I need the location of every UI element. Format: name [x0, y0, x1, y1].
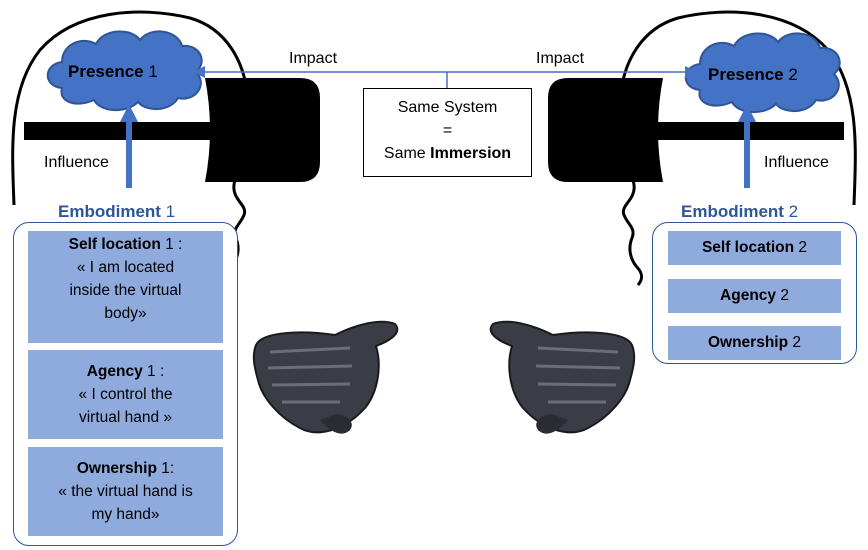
right-presence-label: Presence 2	[708, 65, 798, 84]
right-ownership-item: Ownership 2	[668, 326, 841, 360]
right-headset	[548, 78, 663, 182]
right-embodiment-panel: Self location 2 Agency 2 Ownership 2	[652, 222, 857, 364]
left-embodiment-title: Embodiment 1	[58, 202, 176, 221]
left-self-location-item: Self location 1 : « I am located inside …	[28, 231, 223, 343]
right-self-location-item: Self location 2	[668, 231, 841, 265]
impact-label-right: Impact	[536, 50, 585, 67]
left-agency-item: Agency 1 : « I control the virtual hand …	[28, 350, 223, 439]
system-line-3: Same Immersion	[383, 145, 512, 162]
left-influence-arrow	[120, 104, 138, 188]
same-system-box: Same System = Same Immersion	[363, 88, 532, 177]
right-glove-icon	[489, 320, 636, 434]
system-line-2: =	[442, 122, 453, 139]
impact-label-left: Impact	[289, 50, 338, 67]
right-presence-cloud	[684, 32, 841, 113]
right-agency-item: Agency 2	[668, 279, 841, 313]
left-glove-icon	[252, 320, 399, 434]
system-line-1: Same System	[397, 99, 498, 116]
left-headset	[205, 78, 320, 182]
right-embodiment-title: Embodiment 2	[681, 202, 799, 221]
right-headset-strap	[634, 122, 844, 140]
left-presence-label: Presence 1	[68, 62, 158, 81]
left-ownership-item: Ownership 1: « the virtual hand is my ha…	[28, 447, 223, 536]
left-embodiment-panel: Self location 1 : « I am located inside …	[13, 222, 238, 546]
left-presence-cloud	[46, 30, 203, 111]
left-influence-label: Influence	[44, 154, 109, 171]
right-influence-label: Influence	[764, 154, 829, 171]
right-influence-arrow	[738, 104, 756, 188]
